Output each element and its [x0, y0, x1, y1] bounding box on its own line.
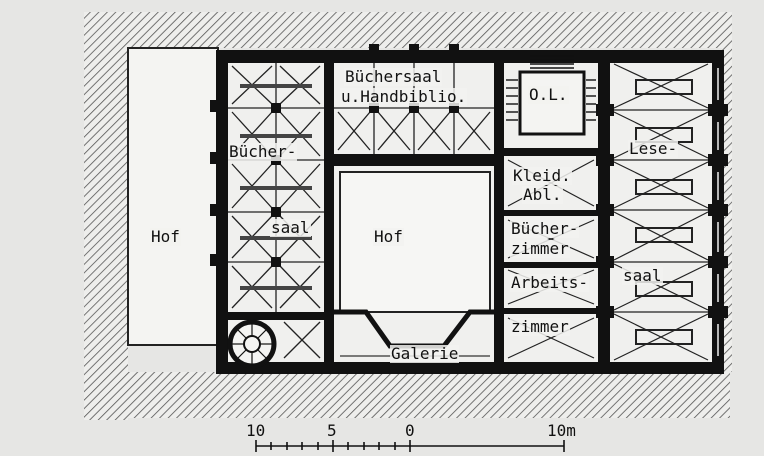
scale-label-5: 5 — [327, 421, 337, 440]
label-buecher-left: Bücher- — [228, 142, 298, 161]
scale-bar — [255, 440, 565, 452]
street-hatch-left — [84, 48, 128, 420]
label-saal-right: saal — [622, 266, 663, 285]
reading-tables — [635, 79, 693, 345]
scale-label-0: 0 — [405, 421, 415, 440]
label-ol: O.L. — [528, 85, 569, 104]
central-courtyard — [339, 171, 491, 313]
shelves-left — [240, 84, 312, 290]
reading-room-grid — [610, 63, 712, 361]
scale-label-10m: 10m — [547, 421, 576, 440]
label-zimmer: zimmer — [510, 317, 570, 336]
piers-top — [369, 44, 459, 113]
left-courtyard — [127, 47, 219, 346]
label-arbeits: Arbeits- — [510, 273, 590, 292]
label-buecher-zimmer-1: Bücher- — [510, 219, 580, 238]
label-handbiblio: u.Handbiblio. — [340, 87, 468, 106]
street-hatch-bottom — [84, 372, 730, 418]
label-hof-left: Hof — [150, 227, 181, 246]
scale-label-10: 10 — [246, 421, 266, 440]
street-hatch-right — [722, 12, 732, 372]
label-saal-left: saal — [270, 218, 311, 237]
label-hof-center: Hof — [373, 227, 404, 246]
street-hatch-top — [84, 12, 726, 48]
label-kleid: Kleid. — [512, 166, 572, 185]
label-lese: Lese- — [628, 139, 679, 158]
label-buecher-zimmer-2: zimmer — [510, 239, 570, 258]
piers-right — [596, 104, 728, 318]
label-galerie: Galerie — [390, 344, 460, 363]
label-abl: Abl. — [522, 185, 563, 204]
spiral-stair — [227, 319, 277, 369]
label-buechersaal: Büchersaal — [344, 67, 443, 86]
